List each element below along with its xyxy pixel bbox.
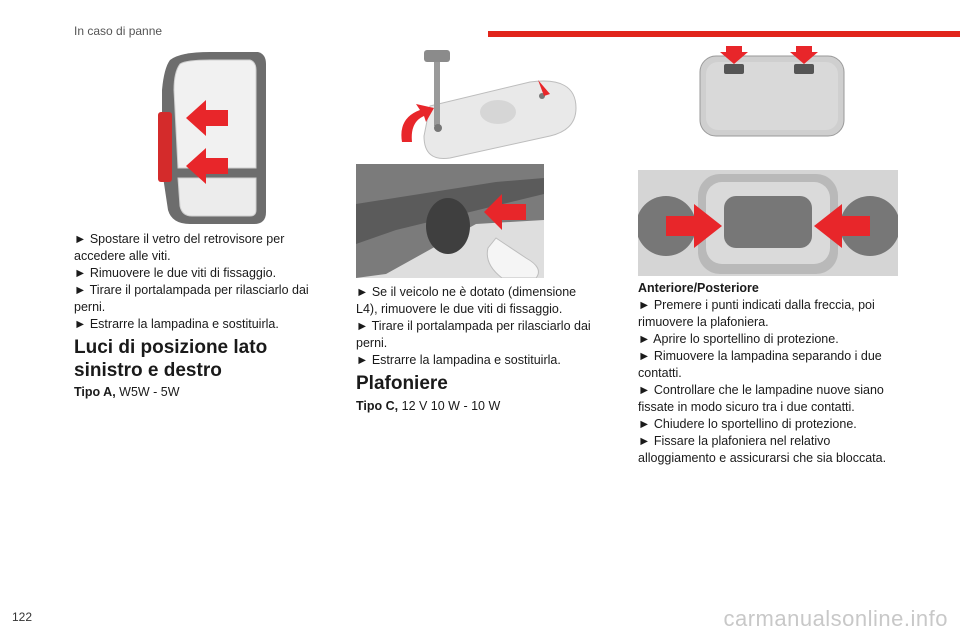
- instruction-line: ► Premere i punti indicati dalla freccia…: [638, 298, 875, 329]
- instruction-line: ► Estrarre la lampadina e sostituirla.: [74, 317, 279, 331]
- instruction-line: ► Chiudere lo sportellino di protezione.: [638, 417, 857, 431]
- bulb-type: Tipo A, W5W - 5W: [74, 385, 180, 399]
- bulb-type: Tipo C, 12 V 10 W - 10 W: [356, 399, 501, 413]
- instruction-line: ► Aprire lo sportellino di protezione.: [638, 332, 839, 346]
- header-accent-bar: [488, 31, 960, 37]
- lampholder-illustration: [356, 164, 544, 278]
- mirror-illustration: [150, 50, 270, 228]
- instruction-line: ► Tirare il portalampada per rilasciarlo…: [74, 283, 309, 314]
- instruction-line: ► Controllare che le lampadine nuove sia…: [638, 383, 884, 414]
- subsection-title: Anteriore/Posteriore: [638, 281, 759, 295]
- lamp-contacts-illustration: [638, 170, 898, 276]
- instruction-line: ► Fissare la plafoniera nel relativo all…: [638, 434, 887, 465]
- instruction-line: ► Tirare il portalampada per rilasciarlo…: [356, 319, 591, 350]
- instruction-line: ► Estrarre la lampadina e sostituirla.: [356, 353, 561, 367]
- instruction-line: ► Rimuovere le due viti di fissaggio.: [74, 266, 277, 280]
- page-number: 122: [12, 610, 33, 624]
- screwdriver-plate-illustration: [380, 46, 580, 160]
- running-header: In caso di panne: [74, 24, 163, 38]
- ceiling-light-illustration: [698, 46, 846, 138]
- instruction-line: ► Se il veicolo ne è dotato (dimensione …: [356, 285, 577, 316]
- section-title: Plafoniere: [356, 373, 448, 394]
- watermark: carmanualsonline.info: [723, 606, 948, 631]
- instruction-line: ► Spostare il vetro del retrovisore per …: [74, 232, 285, 263]
- instruction-line: ► Rimuovere la lampadina separando i due…: [638, 349, 882, 380]
